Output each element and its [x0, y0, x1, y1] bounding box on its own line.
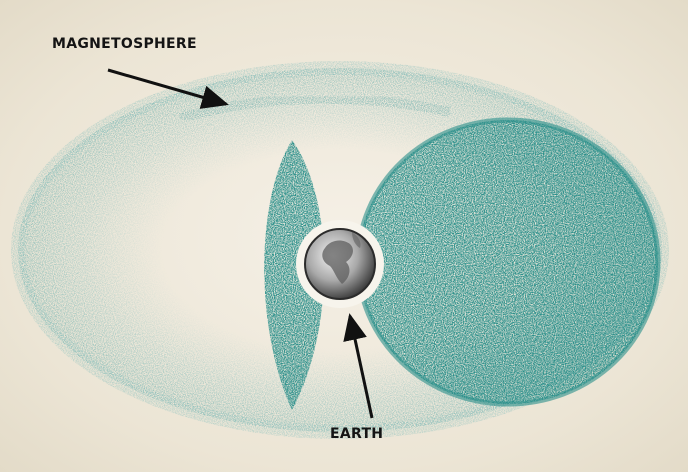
earth-label: EARTH [330, 426, 383, 442]
day-side-belt [358, 120, 658, 404]
earth-globe-icon [296, 220, 384, 308]
magnetosphere-label: MAGNETOSPHERE [52, 36, 197, 52]
